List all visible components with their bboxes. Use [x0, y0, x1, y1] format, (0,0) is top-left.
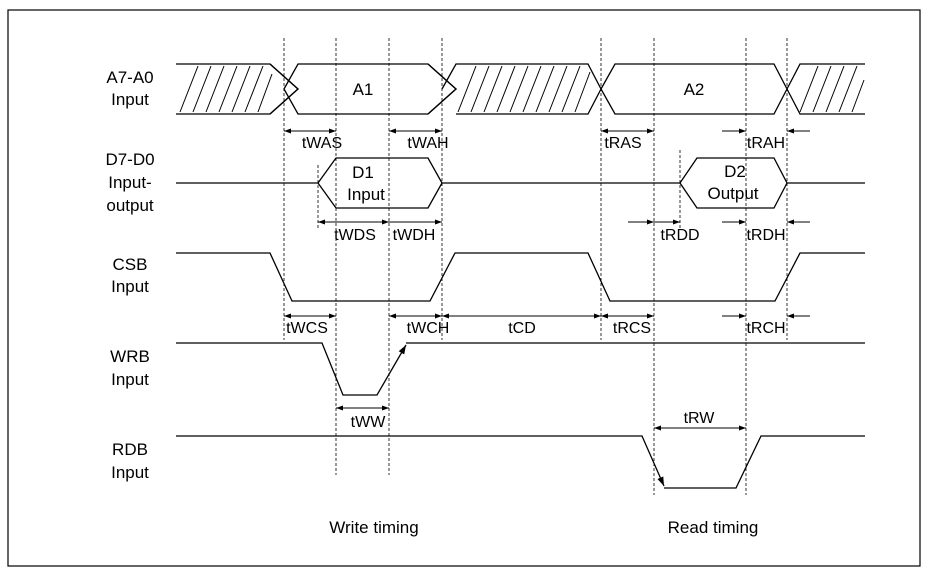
diagram-frame — [7, 9, 921, 567]
addr-timings: tWAS tWAH tRAS tRAH — [284, 128, 810, 152]
timing-trdd: tRDD — [660, 227, 699, 244]
signal-label-wrb-2: Input — [111, 370, 149, 389]
bus-label-a2: A2 — [684, 80, 705, 99]
wrb-waveform: tWW — [176, 342, 865, 431]
timing-twds: tWDS — [334, 227, 376, 244]
timing-twch: tWCH — [407, 320, 450, 337]
timing-twcs: tWCS — [286, 320, 328, 337]
signal-label-csb-1: CSB — [113, 255, 148, 274]
csb-waveform — [176, 252, 865, 302]
caption-read-timing: Read timing — [668, 518, 759, 537]
addr-hatch-2 — [457, 65, 591, 113]
signal-label-addr-1: A7-A0 — [106, 68, 153, 87]
timing-twdh: tWDH — [393, 227, 436, 244]
csb-timings: tWCS tWCH tCD tRCS tRCH — [284, 313, 810, 337]
signal-label-wrb-1: WRB — [110, 347, 150, 366]
timing-trah: tRAH — [747, 135, 785, 152]
data-timings: tWDS tWDH tRDD tRDH — [318, 219, 810, 244]
bus-label-d1-2: Input — [347, 185, 385, 204]
signal-label-rdb-2: Input — [111, 463, 149, 482]
timing-trch: tRCH — [746, 320, 785, 337]
timing-trdh: tRDH — [746, 227, 785, 244]
signal-label-csb-2: Input — [111, 277, 149, 296]
addr-waveform: A1 A2 — [176, 63, 865, 115]
data-waveform: D1 Input D2 Output — [176, 157, 865, 209]
addr-hatch-1 — [179, 65, 273, 113]
bus-label-d1-1: D1 — [352, 163, 374, 182]
timing-twas: tWAS — [302, 135, 342, 152]
signal-label-data-1: D7-D0 — [105, 150, 154, 169]
timing-twah: tWAH — [407, 135, 448, 152]
bus-label-d2-2: Output — [707, 184, 758, 203]
timing-tcd: tCD — [508, 320, 536, 337]
rdb-waveform: tRW — [176, 410, 865, 489]
signal-labels: A7-A0 Input D7-D0 Input- output CSB Inpu… — [105, 68, 154, 482]
bus-label-a1: A1 — [353, 80, 374, 99]
signal-label-rdb-1: RDB — [112, 440, 148, 459]
timing-trw: tRW — [684, 410, 716, 427]
addr-hatch-3 — [799, 65, 865, 113]
timing-trcs: tRCS — [613, 320, 651, 337]
caption-write-timing: Write timing — [329, 518, 418, 537]
bus-label-d2-1: D2 — [724, 162, 746, 181]
signal-label-data-2: Input- — [108, 173, 151, 192]
timing-tww: tWW — [351, 414, 387, 431]
timing-tras: tRAS — [604, 135, 641, 152]
signal-label-addr-2: Input — [111, 90, 149, 109]
signal-label-data-3: output — [106, 196, 154, 215]
